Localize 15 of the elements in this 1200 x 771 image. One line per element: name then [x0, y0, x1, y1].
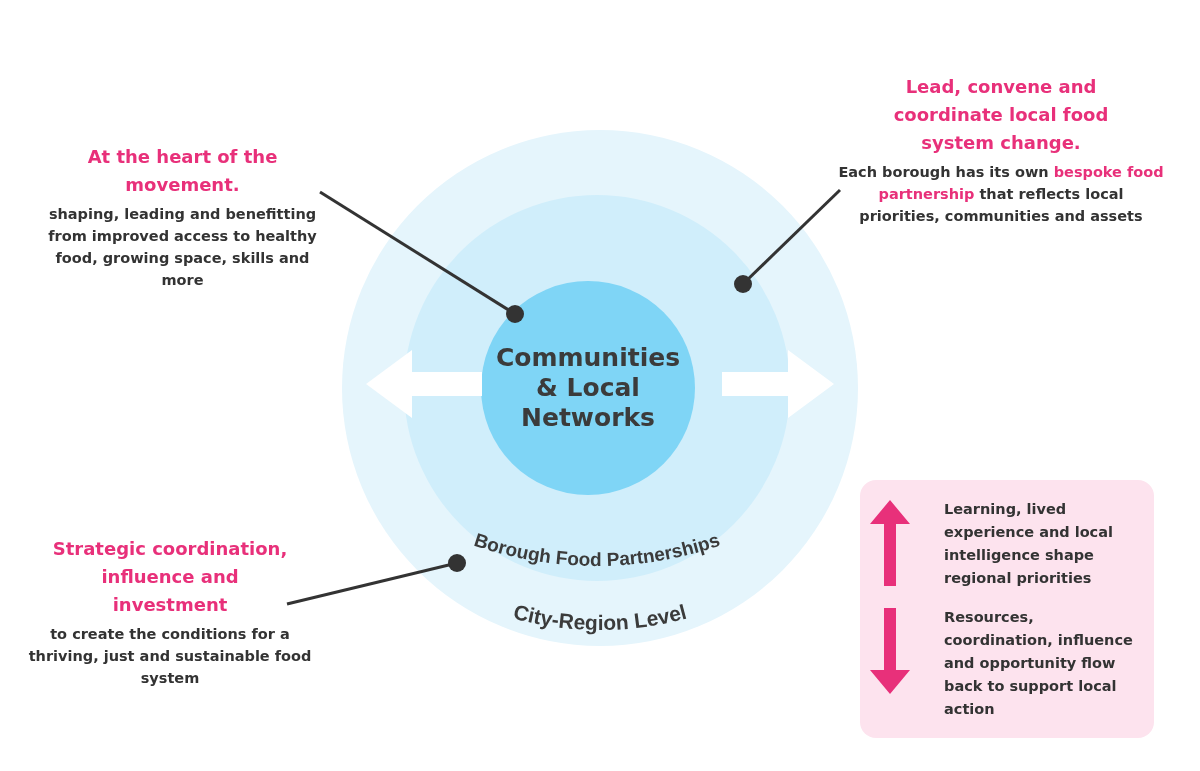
- ring-label: City-Region Level: [511, 599, 689, 635]
- leader-line: [319, 190, 524, 323]
- annotation-text: Each borough has its own bespoke food partnership that reflects local priorities, communities and assets: [837, 163, 1165, 226]
- panel-text: Learning, lived experience and local intelligence shape regional priorities: [944, 499, 1114, 588]
- annotation-heading: Strategic coordination, influence and investment: [51, 537, 289, 617]
- circle-label: Communities & Local Networks: [494, 343, 682, 433]
- leader-line: [734, 188, 842, 293]
- annotation-heading: At the heart of the movement.: [86, 145, 279, 197]
- panel-text: Resources, coordination, influence and opportunity flow back to support local action: [944, 607, 1134, 719]
- annotation-heading: Lead, convene and coordinate local food system change.: [892, 75, 1110, 155]
- annotation-text: shaping, leading and benefitting from improved access to healthy food, growing space, skills and more: [47, 205, 318, 290]
- info-panel: [860, 480, 1154, 738]
- leader-line: [286, 554, 466, 606]
- ring-label: Borough Food Partnerships: [471, 529, 723, 570]
- annotation-text: to create the conditions for a thriving, just and sustainable food system: [27, 625, 313, 688]
